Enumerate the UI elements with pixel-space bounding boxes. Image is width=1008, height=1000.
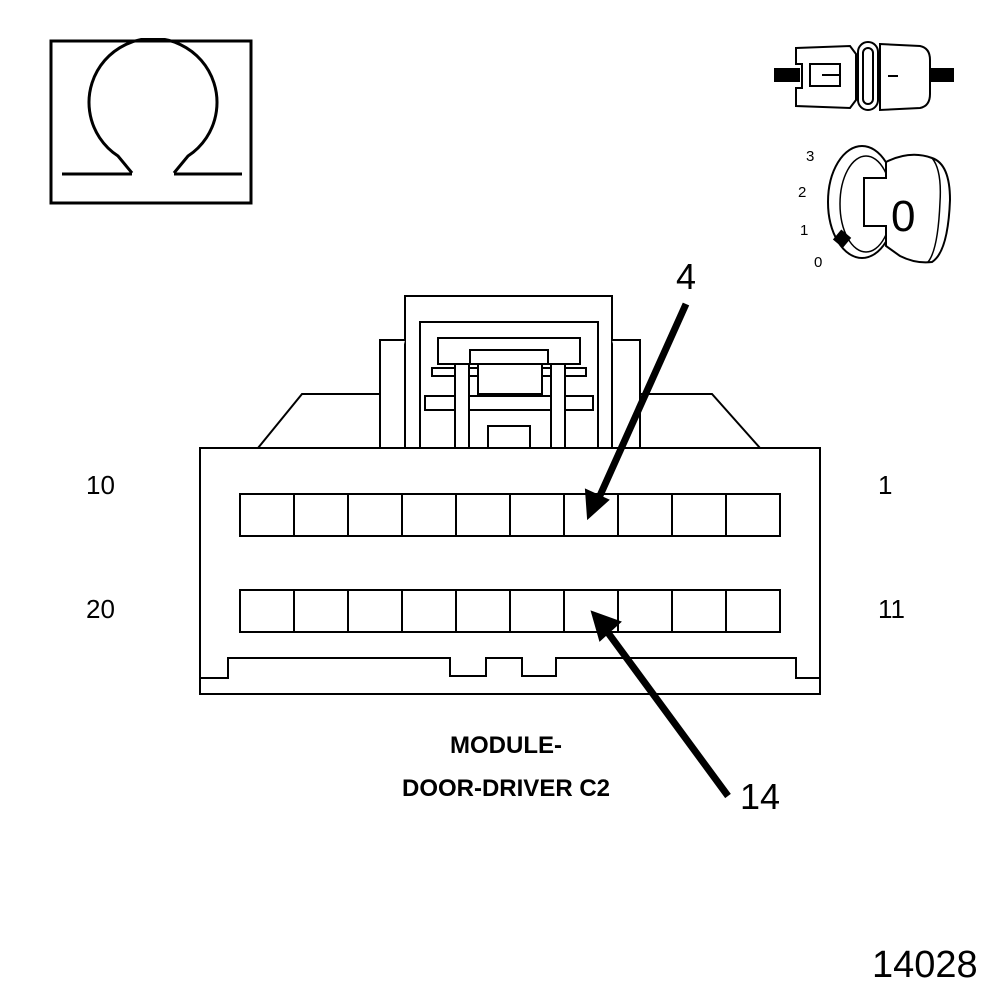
connector-left-shoulder — [255, 393, 381, 449]
pin-cavity-18 — [347, 589, 403, 633]
pin-cavity-17 — [401, 589, 457, 633]
pin-cavity-16 — [455, 589, 511, 633]
ignition-position-1: 1 — [800, 222, 809, 239]
pin-cavity-1 — [725, 493, 781, 537]
callout-14: 14 — [740, 776, 781, 817]
pin-rows — [239, 493, 781, 633]
pin-cavity-10 — [239, 493, 295, 537]
pin-cavity-5 — [509, 493, 565, 537]
pin-cavity-6 — [455, 493, 511, 537]
pin-cavity-7 — [401, 493, 457, 537]
pin-cavity-11 — [725, 589, 781, 633]
disconnected-connector-icon — [774, 41, 954, 112]
ignition-key-icon — [827, 145, 952, 264]
ignition-key-label: 0 — [891, 192, 916, 241]
connector-caption-line1: MODULE- — [450, 732, 562, 759]
pin-label-20: 20 — [86, 594, 115, 624]
pin-cavity-13 — [617, 589, 673, 633]
pin-cavity-15 — [509, 589, 565, 633]
pin-cavity-8 — [347, 493, 403, 537]
pin-label-1: 1 — [878, 470, 893, 500]
ignition-position-2: 2 — [798, 184, 807, 201]
figure-number: 14028 — [872, 944, 978, 986]
pin-cavity-2 — [671, 493, 727, 537]
callout-4: 4 — [676, 256, 697, 297]
arrow-pin-14 — [603, 627, 731, 799]
pin-cavity-19 — [293, 589, 349, 633]
connector-body — [199, 447, 821, 695]
pin-label-11: 11 — [878, 594, 905, 624]
pin-label-10: 10 — [86, 470, 115, 500]
pin-cavity-3 — [617, 493, 673, 537]
pin-cavity-20 — [239, 589, 295, 633]
ignition-position-3: 3 — [806, 148, 815, 165]
pin-cavity-9 — [293, 493, 349, 537]
arrow-pin-4 — [594, 302, 690, 502]
ohm-icon — [49, 38, 253, 205]
arrow-pin-14-head — [590, 610, 622, 642]
connector-caption-line2: DOOR-DRIVER C2 — [401, 775, 611, 802]
arrow-pin-4-head — [584, 488, 610, 521]
ignition-position-0: 0 — [814, 254, 823, 271]
connector-right-shoulder — [639, 393, 763, 449]
pin-cavity-12 — [671, 589, 727, 633]
